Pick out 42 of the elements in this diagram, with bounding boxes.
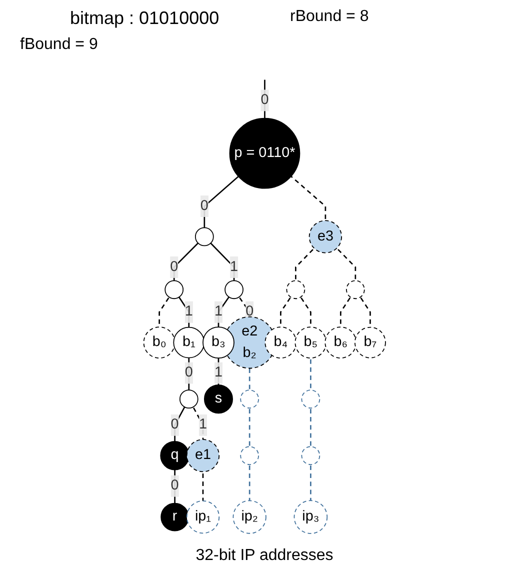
node-circle: b₇ bbox=[354, 326, 386, 358]
edge-label: 0 bbox=[170, 259, 178, 274]
note-label: bitmap : 01010000 bbox=[70, 8, 220, 29]
note-label: 32-bit IP addresses bbox=[194, 547, 334, 565]
node-circle bbox=[240, 446, 260, 466]
edge-label: 1 bbox=[214, 364, 222, 380]
note-label: fBound = 9 bbox=[20, 36, 98, 54]
edge-label: 0 bbox=[170, 478, 179, 494]
edge-label: 1 bbox=[230, 259, 238, 274]
edge-label: 1 bbox=[198, 417, 207, 432]
node-circle: e3 bbox=[308, 220, 342, 254]
node-circle: b₁ bbox=[173, 326, 205, 358]
node-circle: b₅ bbox=[294, 326, 327, 358]
node-circle bbox=[346, 280, 365, 300]
node-circle: q bbox=[160, 440, 190, 470]
node-circle bbox=[194, 227, 214, 246]
edge-label: 1 bbox=[214, 304, 222, 320]
node-circle: b₃ bbox=[202, 326, 234, 359]
edge-label: 0 bbox=[246, 304, 254, 320]
node-circle: b₀ bbox=[143, 326, 176, 359]
edge-label: 0 bbox=[260, 92, 269, 108]
node-circle bbox=[301, 446, 320, 466]
edge-label: 0 bbox=[184, 364, 193, 380]
node-circle: b₄ bbox=[264, 326, 297, 359]
node-circle: s bbox=[204, 384, 233, 414]
node-circle: b₆ bbox=[324, 326, 357, 358]
note-label: rBound = 8 bbox=[290, 8, 369, 26]
node-circle bbox=[179, 390, 198, 408]
edge-label: 0 bbox=[200, 198, 208, 214]
node-circle: ip₁ bbox=[186, 500, 220, 534]
node-circle bbox=[224, 280, 244, 300]
edge-label: 0 bbox=[170, 417, 179, 432]
node-circle bbox=[286, 280, 306, 300]
node-circle bbox=[164, 280, 184, 300]
node-circle: ip₂ bbox=[232, 500, 266, 534]
node-circle: ip₃ bbox=[294, 500, 328, 534]
node-circle: p = 0110* bbox=[229, 118, 300, 189]
node-circle bbox=[240, 390, 260, 408]
node-circle: r bbox=[160, 502, 189, 532]
node-circle bbox=[301, 390, 320, 408]
node-circle: e1 bbox=[186, 439, 220, 472]
edge-label: 1 bbox=[184, 304, 193, 320]
